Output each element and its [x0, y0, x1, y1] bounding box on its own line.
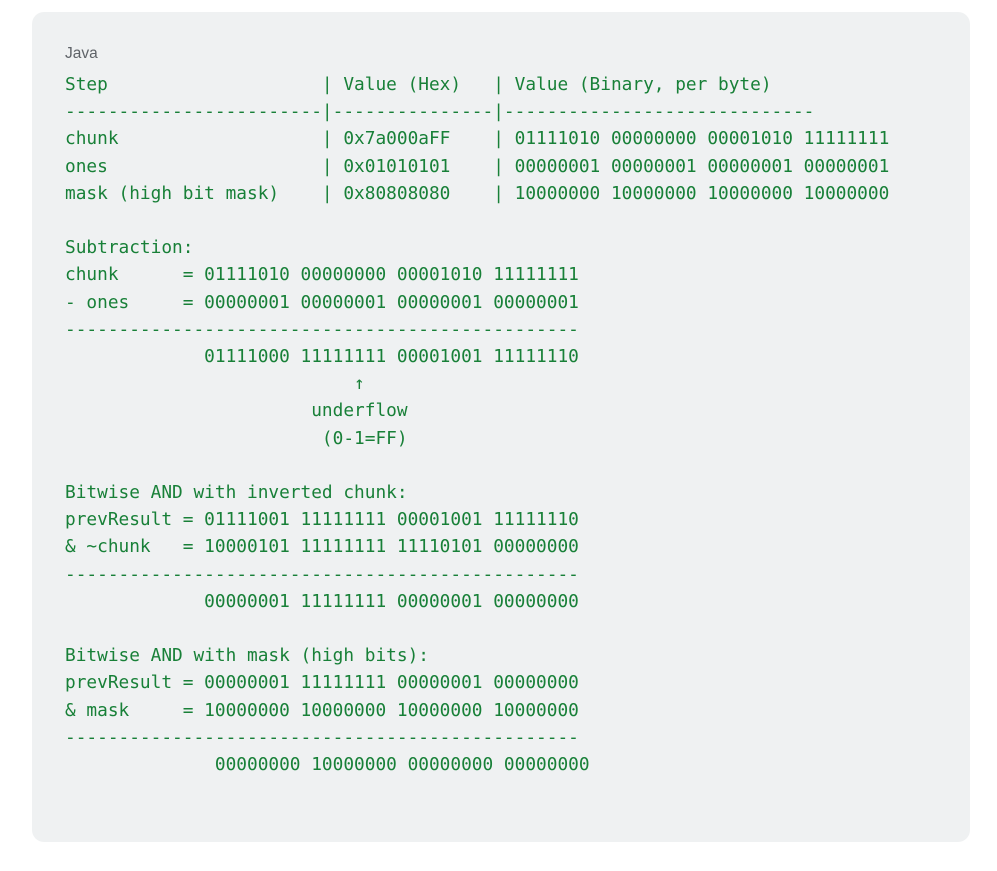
code-text: Step | Value (Hex) | Value (Binary, per …	[65, 74, 890, 776]
code-language-label: Java	[65, 45, 98, 62]
code-block-card: Java Step | Value (Hex) | Value (Binary,…	[32, 12, 970, 842]
